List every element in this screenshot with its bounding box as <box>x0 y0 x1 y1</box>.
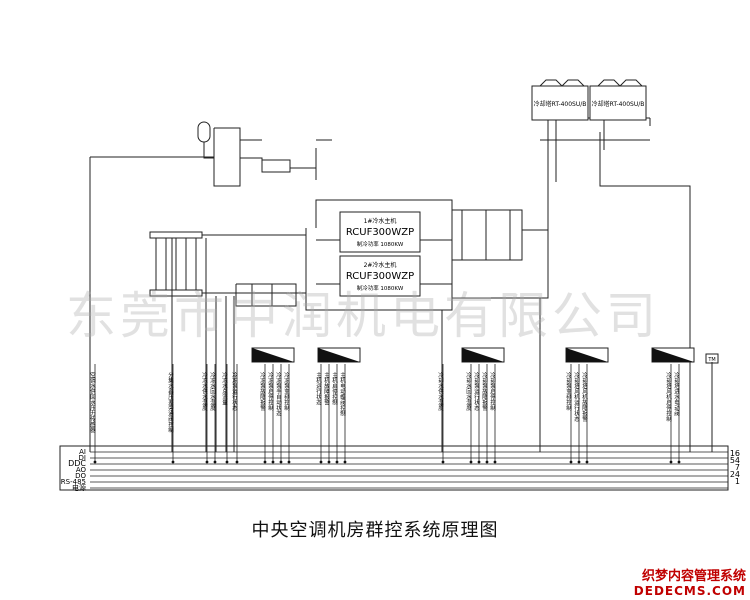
bus-row-label: AO <box>76 466 87 474</box>
chiller-line3: 制冷功率 1080KW <box>357 240 404 248</box>
corner-brand-name: 织梦内容管理系统 <box>641 569 746 584</box>
signal-17: 冷却泵运行状态 <box>473 364 481 464</box>
signal-label: 主机启停控制 <box>331 371 338 407</box>
signal-16: 冷却水回水温度 <box>465 364 473 464</box>
signal-label: 冷却塔风机运行状态 <box>573 371 580 422</box>
signal-4: 冷冻水回水温度 <box>209 364 217 464</box>
signal-label: 空调水供回水压力传感器 <box>89 371 96 434</box>
signal-label: 冷却水回水温度 <box>465 371 472 412</box>
signal-label: 冷冻泵故障报警 <box>259 371 266 412</box>
signal-2: 分集水器压差旁通阀控制 <box>167 364 175 464</box>
chiller-2: 2#冷水主机 RCUF300WZP 制冷功率 1080KW <box>339 255 421 297</box>
signal-13: 主机启停控制 <box>331 364 339 464</box>
field-converter-4 <box>565 347 609 363</box>
bus-row-label: 电源 <box>72 483 86 492</box>
signal-label: 冷却泵启停控制 <box>489 371 496 412</box>
chiller-line1: 2#冷水主机 <box>364 261 397 269</box>
signal-8: 冷冻泵启停控制 <box>267 364 275 464</box>
signal-9: 冷冻泵手自动状态 <box>275 364 283 464</box>
pipe-network <box>89 92 713 452</box>
corner-brand-url: DEDECMS.COM <box>633 584 746 598</box>
bus-row-label: DO <box>75 472 86 480</box>
signal-label: 冷冻水回水温度 <box>209 371 216 412</box>
signal-label: 分集水器压差旁通阀控制 <box>167 371 174 434</box>
signal-label: 冷却泵故障报警 <box>481 371 488 412</box>
signal-label: 冷冻泵变频控制 <box>283 371 290 412</box>
signal-3: 冷冻水供水温度 <box>201 364 209 464</box>
signal-11: 主机运行状态 <box>315 364 323 464</box>
signal-20: 冷却泵变频控制 <box>565 364 573 464</box>
signal-10: 冷冻泵变频控制 <box>283 364 291 464</box>
chiller-model: RCUF300WZP <box>346 227 414 238</box>
bus-row-count: 24 <box>730 470 740 479</box>
signal-label: 冷却水供水温度 <box>437 371 444 412</box>
signal-24: 冷却塔进水电动阀 <box>673 364 681 464</box>
bus-row-count: 54 <box>730 456 740 465</box>
chiller-line1: 1#冷水主机 <box>364 217 397 225</box>
cooling-tower-group: 冷却塔RT-400SU/B 冷却塔RT-400SU/B <box>531 79 647 121</box>
signal-7: 冷冻泵故障报警 <box>259 364 267 464</box>
signal-22: 冷却塔风机故障报警 <box>581 364 589 464</box>
bus-row-label: DI <box>79 454 86 462</box>
field-converter-1 <box>251 347 295 363</box>
signal-label: 冷却泵变频控制 <box>565 371 572 412</box>
corner-brand: 织梦内容管理系统 DEDECMS.COM <box>634 565 746 598</box>
bus-row-count: 1 <box>735 477 740 486</box>
signal-14: 主机电动蝶阀控制 <box>339 364 347 464</box>
cooling-tower-2: 冷却塔RT-400SU/B <box>589 79 647 121</box>
chiller-line3: 制冷功率 1080KW <box>357 284 404 292</box>
signal-label: 冷冻水总流量 <box>221 371 228 407</box>
signal-23: 冷却塔风机启停控制 <box>665 364 673 464</box>
signal-label: 冷冻泵启停控制 <box>267 371 274 412</box>
signal-label: 主机电动蝶阀控制 <box>339 371 346 418</box>
cooling-tower-label: 冷却塔RT-400SU/B <box>592 100 645 108</box>
cooling-tower-1: 冷却塔RT-400SU/B <box>531 79 589 121</box>
signal-label: 冷冻水供水温度 <box>201 371 208 412</box>
bus-row-label: RS-485 <box>61 478 86 486</box>
controller-box-label: TM <box>707 357 715 363</box>
signal-label: 冷却塔风机故障报警 <box>581 371 588 423</box>
signal-6: 冷冻泵运行状态 <box>231 364 239 464</box>
signal-15: 冷却水供水温度 <box>437 364 445 464</box>
field-converter-group <box>251 347 695 363</box>
bus-row-label: DDC <box>68 459 86 468</box>
watermark-text: 东莞市中润机电有限公司 <box>66 287 660 345</box>
signal-label: 冷却塔风机启停控制 <box>665 371 672 423</box>
signal-label: 冷却塔进水电动阀 <box>673 371 680 418</box>
signal-12: 主机故障报警 <box>323 364 331 464</box>
signal-label: 主机运行状态 <box>315 371 322 406</box>
controller-box: TM <box>705 353 719 364</box>
signal-label: 冷冻泵运行状态 <box>231 371 238 411</box>
signal-label: 冷冻泵手自动状态 <box>275 371 282 417</box>
cooling-tower-label: 冷却塔RT-400SU/B <box>534 100 587 108</box>
signal-label: 冷却泵运行状态 <box>473 371 480 411</box>
signal-5: 冷冻水总流量 <box>221 364 229 464</box>
bus-row-count: 7 <box>735 463 740 472</box>
diagram-title: 中央空调机房群控系统原理图 <box>251 520 499 541</box>
field-converter-2 <box>317 347 361 363</box>
chiller-model: RCUF300WZP <box>346 271 414 282</box>
bus-row-count: 16 <box>730 449 740 458</box>
signal-label: 主机故障报警 <box>323 371 330 407</box>
field-converter-3 <box>461 347 505 363</box>
chiller-1: 1#冷水主机 RCUF300WZP 制冷功率 1080KW <box>339 211 421 253</box>
field-converter-5 <box>651 347 695 363</box>
signal-18: 冷却泵故障报警 <box>481 364 489 464</box>
signal-19: 冷却泵启停控制 <box>489 364 497 464</box>
signal-label-group: 空调水供回水压力传感器 分集水器压差旁通阀控制 冷冻水供水温度冷冻水回水温度冷冻水总… <box>89 364 681 464</box>
bus-row-label: AI <box>79 448 86 456</box>
chiller-group: 1#冷水主机 RCUF300WZP 制冷功率 1080KW 2#冷水主机 RCUF300… <box>339 211 421 297</box>
signal-21: 冷却塔风机运行状态 <box>573 364 581 464</box>
